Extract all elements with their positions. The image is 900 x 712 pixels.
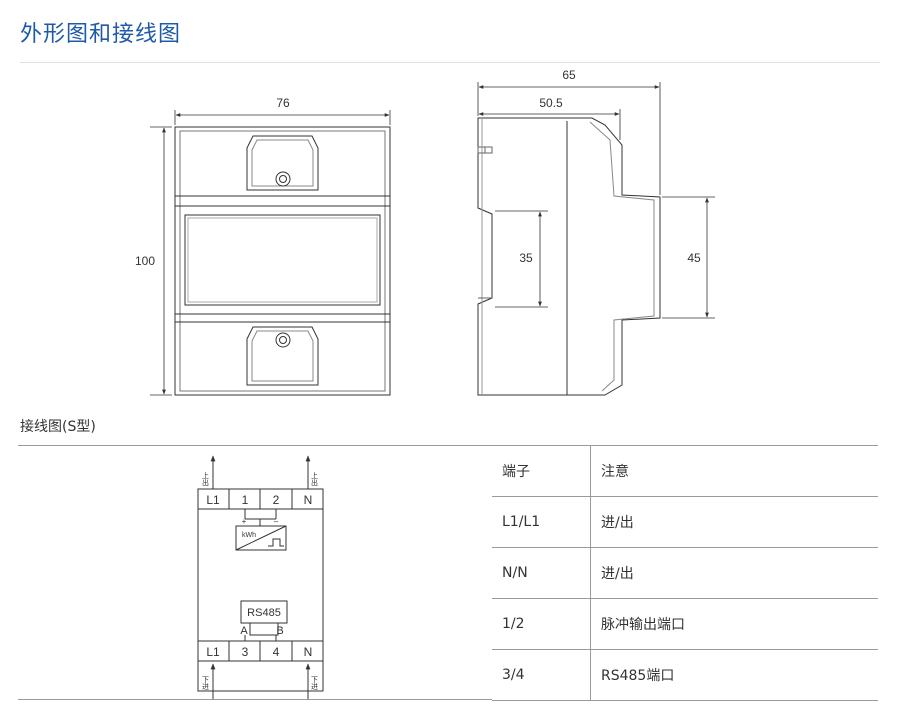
title-divider [20,62,880,63]
table-cell-terminal: N/N [492,547,591,599]
pulse-minus: – [274,517,279,526]
wiring-section-label: 接线图(S型) [20,419,96,435]
front-width-label: 76 [276,96,290,110]
side-rail-label: 35 [519,251,533,265]
side-dimensions [477,82,715,319]
pulse-unit: kWh [242,532,256,539]
display-window [184,214,381,306]
side-view [477,117,661,396]
wiring-diagram-panel: L1 1 2 N L1 3 4 N + – kWh RS485 A B 上出 上… [18,445,492,700]
pulse-output-box [235,525,287,551]
table-cell-note: 进/出 [590,547,878,599]
outline-drawings: 76 100 65 50.5 35 45 [135,68,715,396]
table-header-cell: 端子 [492,445,591,497]
top-left-direction: 上出 [202,471,210,487]
side-front-height-label: 45 [687,251,701,265]
bottom-terminal-n: N [304,645,313,659]
table-row: N/N 进/出 [492,547,878,599]
bottom-terminal-l1: L1 [206,645,220,659]
front-height-label: 100 [135,254,155,268]
table-row: 1/2 脉冲输出端口 [492,598,878,650]
table-row: L1/L1 进/出 [492,496,878,548]
rs485-b: B [276,625,283,637]
bottom-terminal-4: 4 [273,645,280,659]
bottom-left-direction: 下进 [202,676,210,691]
top-right-direction: 上出 [311,471,319,487]
top-terminal-n: N [304,493,313,507]
bottom-terminal-3: 3 [242,645,249,659]
bottom-right-direction: 下进 [311,676,319,691]
front-dimensions [150,110,391,396]
table-cell-note: RS485端口 [590,649,878,701]
side-depth-label: 65 [562,68,576,82]
bottom-terminal-cover [246,326,319,386]
table-cell-note: 脉冲输出端口 [590,598,878,650]
side-profile [477,117,661,396]
table-cell-terminal: L1/L1 [492,496,591,548]
page-title: 外形图和接线图 [20,22,182,47]
front-view [174,126,391,396]
table-cell-terminal: 3/4 [492,649,591,701]
table-row: 3/4 RS485端口 [492,649,878,701]
table-header-cell: 注意 [590,445,878,497]
top-terminal-cover [246,135,319,191]
top-seal-screw [275,171,291,187]
table-header-row: 端子 注意 [492,445,878,497]
side-inner-depth-label: 50.5 [539,96,563,110]
pulse-plus: + [242,517,247,526]
table-cell-terminal: 1/2 [492,598,591,650]
bottom-seal-screw [275,332,291,348]
wiring-diagram: L1 1 2 N L1 3 4 N + – kWh RS485 A B 上出 上… [197,455,324,699]
top-terminal-1: 1 [242,493,249,507]
terminal-table: 端子 注意 L1/L1 进/出 N/N 进/出 1/2 脉冲输出端口 3/4 R… [492,445,878,701]
rs485-label: RS485 [247,607,281,619]
table-cell-note: 进/出 [590,496,878,548]
front-body [174,126,391,396]
rs485-a: A [240,625,248,637]
top-terminal-l1: L1 [206,493,220,507]
top-terminal-2: 2 [273,493,280,507]
